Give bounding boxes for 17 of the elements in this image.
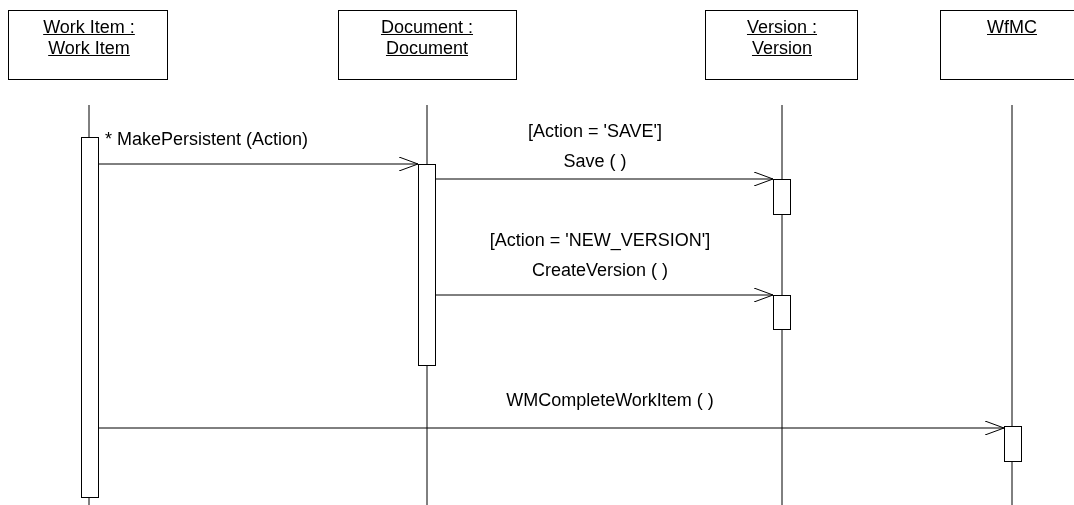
message-arrow — [435, 171, 774, 187]
activation-bar — [1004, 426, 1022, 462]
object-box — [940, 10, 1074, 80]
activation-bar — [773, 295, 791, 330]
object-name: WfMC — [986, 17, 1038, 38]
object-name: Work Item : Work Item — [42, 17, 136, 59]
object-box — [705, 10, 858, 80]
activation-bar — [81, 137, 99, 498]
object-box — [8, 10, 168, 80]
activation-bar — [418, 164, 436, 366]
message-arrow — [435, 287, 774, 303]
activation-bar — [773, 179, 791, 215]
message-arrow — [98, 156, 419, 172]
message-arrow — [98, 420, 1005, 436]
object-box — [338, 10, 517, 80]
object-name: Version : Version — [745, 17, 818, 59]
object-name: Document : Document — [379, 17, 474, 59]
